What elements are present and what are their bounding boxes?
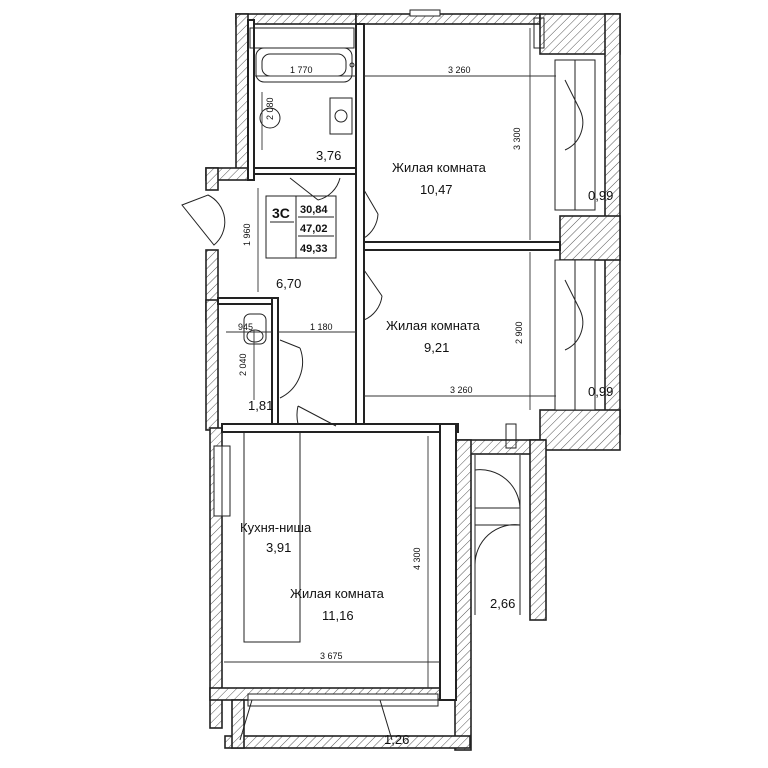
loggia-area: 2,66	[490, 596, 515, 611]
windows	[213, 9, 596, 707]
door-loggia-2	[474, 524, 521, 566]
dim-1960: 1 960	[242, 223, 252, 246]
dim-1770: 1 770	[290, 65, 313, 75]
door-bathroom	[289, 177, 341, 201]
door-kitchen	[296, 405, 337, 427]
fixtures	[243, 17, 545, 643]
dim-2040: 2 040	[238, 353, 248, 376]
wall-top-right	[355, 13, 541, 25]
dim-3300: 3 300	[512, 127, 522, 150]
balcony1-area: 0,99	[588, 188, 613, 203]
door-entry	[181, 194, 226, 246]
hall-area: 6,70	[276, 276, 301, 291]
dim-2080: 2 080	[265, 97, 275, 120]
toilet-icon	[243, 313, 267, 345]
bathroom-area: 3,76	[316, 148, 341, 163]
living1-area: 10,47	[420, 182, 453, 197]
dim-3260-top: 3 260	[448, 65, 471, 75]
living1-name: Жилая комната	[392, 160, 487, 175]
dim-3675: 3 675	[320, 651, 343, 661]
balcony3-area: 1,26	[384, 732, 409, 747]
living2-name: Жилая комната	[386, 318, 481, 333]
dimension-lines	[224, 28, 556, 688]
doors	[181, 79, 584, 741]
area-living: 30,84	[300, 204, 328, 216]
door-wc	[279, 339, 304, 399]
partition-kitchen-right	[439, 423, 457, 701]
riser-2	[505, 423, 517, 449]
wall-loggia-left	[454, 439, 472, 751]
area-total: 47,02	[300, 223, 328, 235]
room-labels: 3,76 Жилая комната 10,47 6,70 Жилая комн…	[240, 148, 613, 747]
wall-entry-stub	[205, 167, 219, 191]
living3-name: Жилая комната	[290, 586, 385, 601]
kitchen-area: 3,91	[266, 540, 291, 555]
kitchen-counter	[243, 431, 301, 643]
living2-area: 9,21	[424, 340, 449, 355]
wc-area: 1,81	[248, 398, 273, 413]
balcony2-area: 0,99	[588, 384, 613, 399]
door-living2	[363, 269, 383, 321]
partition-bath	[247, 167, 357, 175]
dim-4300: 4 300	[412, 547, 422, 570]
door-balcony-1	[564, 79, 584, 151]
window-top	[409, 9, 441, 17]
partition-kitchen-top	[221, 423, 459, 433]
door-bottom-balcony	[239, 699, 393, 741]
wall-balcony-bottom	[224, 735, 471, 749]
wall-loggia-right	[529, 439, 547, 621]
partition-bath-left	[247, 19, 255, 181]
door-balcony-2	[564, 279, 584, 351]
dim-3260-mid: 3 260	[450, 385, 473, 395]
wall-balcony-left	[231, 699, 245, 749]
dim-945: 945	[238, 322, 253, 332]
wall-left-lower	[205, 299, 219, 431]
door-living1	[363, 189, 379, 239]
wall-right-mid	[559, 215, 621, 261]
dim-1180: 1 180	[310, 322, 333, 332]
partition-rooms	[363, 241, 561, 251]
dimension-labels: 1 770 3 260 3 300 2 080 1 960 945 1 180 …	[238, 65, 524, 661]
partition-main-vertical	[355, 23, 365, 425]
wall-left-upper	[235, 13, 249, 171]
riser-1	[533, 17, 545, 49]
washbasin-icon	[329, 97, 353, 135]
summary-box	[265, 195, 337, 259]
area-with-balconies: 49,33	[300, 243, 328, 255]
washing-machine-icon	[259, 107, 281, 129]
wall-right-lower	[539, 409, 621, 451]
partition-wc-top	[217, 297, 279, 305]
door-loggia-1	[474, 469, 521, 509]
living3-area: 11,16	[322, 608, 354, 623]
bath-shelf	[249, 27, 355, 49]
apartment-type: 3С	[272, 205, 290, 221]
kitchen-name: Кухня-ниша	[240, 520, 312, 535]
dim-2900: 2 900	[514, 321, 524, 344]
apartment-summary: 3С 30,84 47,02 49,33	[265, 195, 337, 259]
